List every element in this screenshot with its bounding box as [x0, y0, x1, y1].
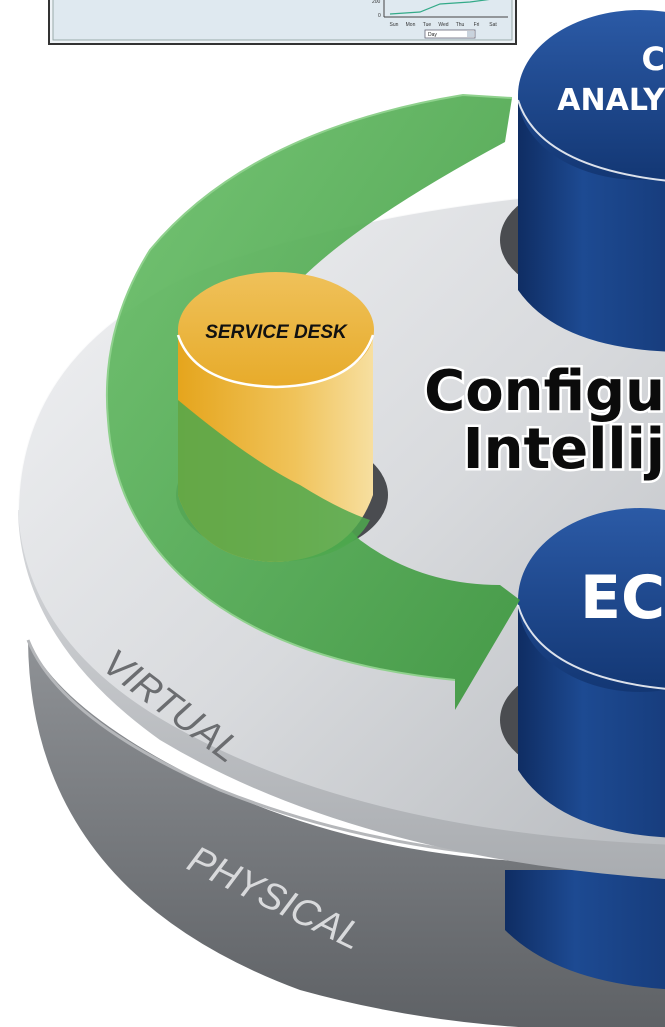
virtual-platter-edge — [18, 510, 665, 879]
bottom-cylinder-stem — [505, 870, 665, 990]
thumbnail-x-tick: Thu — [456, 22, 465, 28]
thumbnail-x-tick: Sat — [489, 22, 497, 28]
thumbnail-x-tick: Mon — [406, 22, 416, 28]
thumbnail-x-tick: Sun — [390, 22, 399, 28]
ec-cylinder — [517, 508, 665, 838]
thumbnail-y-zero: 0 — [378, 13, 381, 19]
analytics-cylinder — [517, 10, 665, 352]
ec-label: EC — [580, 563, 665, 633]
thumbnail-x-tick: Tue — [423, 22, 432, 28]
service-desk-cylinder — [176, 272, 375, 562]
thumbnail-x-ticks: Sun Mon Tue Wed Thu Fri Sat — [390, 22, 498, 28]
analytics-label-line1: C — [642, 40, 665, 78]
center-title-line1: Configu — [424, 359, 665, 424]
thumbnail-select-value: Day — [428, 32, 437, 38]
service-desk-label: SERVICE DESK — [205, 322, 348, 343]
thumbnail-chart: 200 0 Sun Mon Tue Wed Thu Fri Sat Day — [48, 0, 517, 45]
thumbnail-x-tick: Fri — [474, 22, 480, 28]
thumbnail-y-tick: 200 — [372, 0, 381, 5]
analytics-label-line2: ANALY — [557, 83, 665, 118]
center-title-line2: Intellij — [463, 417, 665, 482]
green-cycle-arrow — [105, 93, 521, 710]
thumbnail-x-tick: Wed — [438, 22, 448, 28]
